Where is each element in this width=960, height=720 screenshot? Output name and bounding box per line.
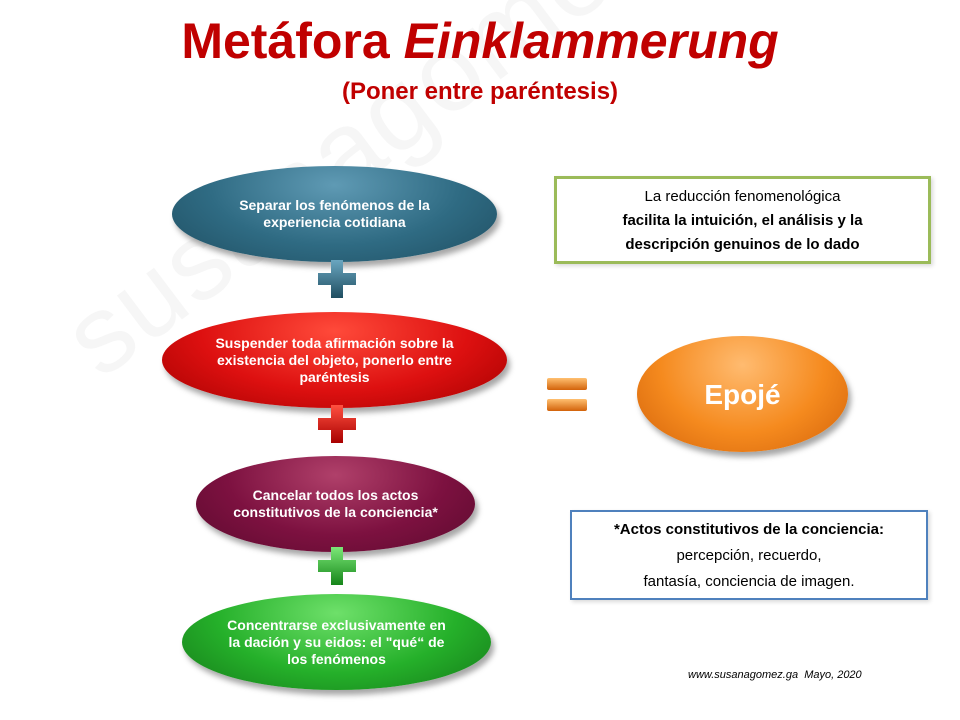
plus-icon-3 [318, 547, 356, 585]
step-2-label: Suspender toda afirmación sobre la exist… [215, 334, 454, 385]
reduction-line-2: facilita la intuición, el análisis y la [622, 212, 863, 229]
step-separate-phenomena: Separar los fenómenos de la experiencia … [172, 166, 497, 262]
footer-credit: www.susanagomez.ga Mayo, 2020 [688, 669, 862, 681]
title-italic: Einklammerung [403, 13, 779, 69]
acts-line-1: percepción, recuerdo, [676, 547, 822, 564]
reduction-note-box: La reducción fenomenológica facilita la … [554, 176, 931, 264]
step-concentrate-dation: Concentrarse exclusivamente en la dación… [182, 594, 491, 690]
reduction-line-1: La reducción fenomenológica [644, 188, 841, 205]
page-subtitle: (Poner entre paréntesis) [341, 78, 619, 105]
step-suspend-affirmation: Suspender toda afirmación sobre la exist… [162, 312, 507, 408]
acts-line-2: fantasía, conciencia de imagen. [643, 573, 855, 590]
result-epoje: Epojé [637, 336, 848, 452]
acts-note-box: *Actos constitutivos de la conciencia: p… [570, 510, 928, 600]
step-3-label: Cancelar todos los actos constitutivos d… [233, 487, 438, 520]
page-title: Metáfora Einklammerung [0, 12, 960, 70]
result-label: Epojé [704, 378, 781, 410]
title-main: Metáfora [181, 13, 404, 69]
plus-icon-2 [318, 405, 356, 443]
step-1-label: Separar los fenómenos de la experiencia … [239, 197, 430, 230]
plus-icon-1 [318, 260, 356, 298]
step-cancel-acts: Cancelar todos los actos constitutivos d… [196, 456, 475, 552]
footer-site: www.susanagomez.ga [688, 669, 799, 681]
reduction-line-3: descripción genuinos de lo dado [625, 236, 860, 253]
equals-icon [547, 378, 587, 411]
acts-heading: *Actos constitutivos de la conciencia: [613, 521, 885, 538]
footer-date: Mayo, 2020 [804, 669, 862, 681]
step-4-label: Concentrarse exclusivamente en la dación… [227, 616, 446, 667]
